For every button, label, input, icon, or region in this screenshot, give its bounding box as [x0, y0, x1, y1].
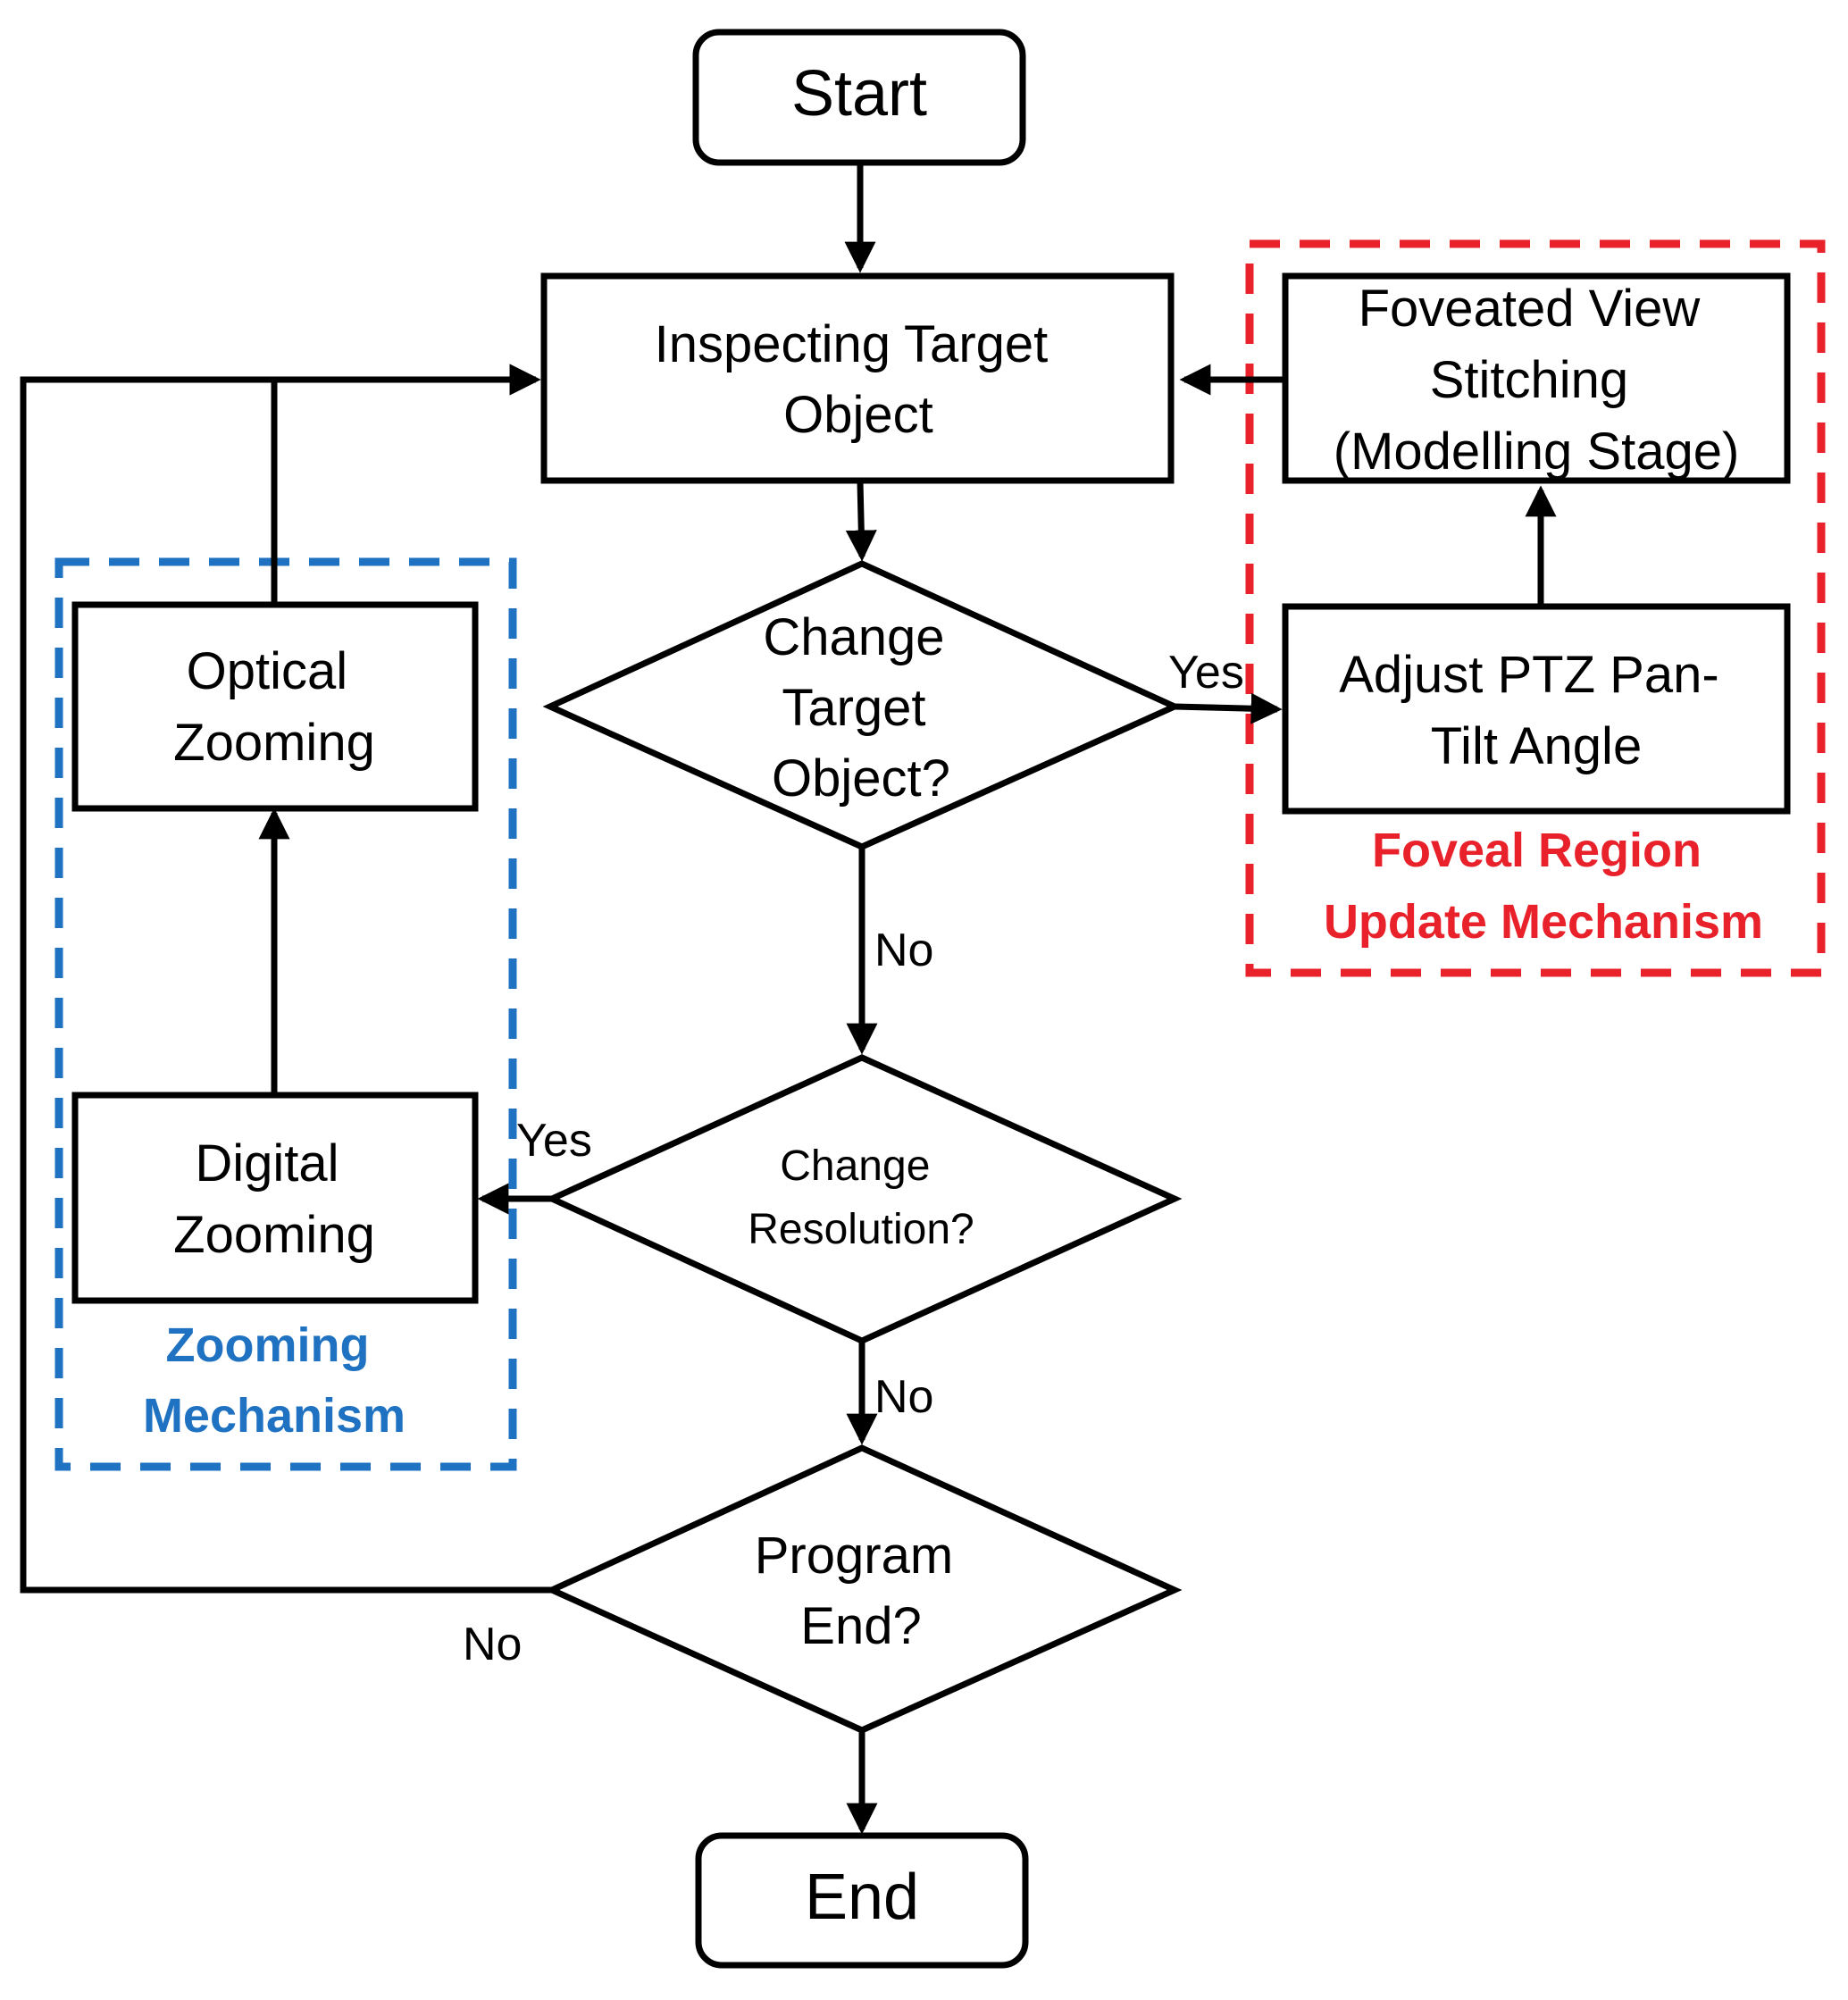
zooming-group-label-line-2: Mechanism — [143, 1389, 406, 1443]
start-node: Start — [692, 29, 1026, 166]
digital-zooming-node: Digital Zooming — [71, 1092, 479, 1304]
change-resolution-label-line-2: Resolution? — [748, 1206, 974, 1253]
zooming-group-label-line-1: Zooming — [166, 1318, 370, 1372]
program-end-no-label: No — [463, 1619, 522, 1670]
change-target-label-line-2: Target — [782, 679, 925, 737]
svg-text:Change Resolution?: Change Resolution? — [748, 1142, 974, 1253]
program-end-label-line-1: Program — [755, 1527, 953, 1585]
svg-text:Inspecting Target Object: Inspecting Target Object — [655, 315, 1063, 444]
foveal-group-label: Foveal Region Update Mechanism — [1324, 824, 1763, 949]
inspecting-label-line-2: Object — [783, 386, 933, 444]
edge-inspecting-to-change-target — [845, 481, 877, 562]
optical-label-line-1: Optical — [187, 642, 348, 700]
inspecting-target-object-node: Inspecting Target Object — [540, 272, 1175, 484]
svg-text:Adjust PTZ Pan- Tilt Ang: Adjust PTZ Pan- Tilt Angle — [1339, 646, 1734, 775]
zooming-group-label: Zooming Mechanism — [143, 1318, 406, 1443]
optical-label-line-2: Zooming — [173, 714, 375, 772]
change-resolution-label-line-1: Change — [780, 1142, 930, 1190]
foveal-group-label-line-2: Update Mechanism — [1324, 895, 1763, 949]
edge-optical-to-inspecting — [271, 364, 541, 605]
program-end-decision: Program End? — [544, 1444, 1183, 1734]
change-target-object-decision: Change Target Object? — [542, 560, 1183, 850]
program-end-label-line-2: End? — [800, 1597, 921, 1655]
foveal-group-label-line-1: Foveal Region — [1372, 824, 1702, 877]
optical-zooming-node: Optical Zooming — [71, 601, 479, 812]
change-resolution-yes-label: Yes — [516, 1115, 592, 1167]
foveated-label-line-3: (Modelling Stage) — [1334, 423, 1740, 481]
change-target-label-line-3: Object? — [772, 749, 950, 808]
change-target-no-label: No — [874, 925, 933, 976]
change-resolution-decision: Change Resolution? — [544, 1054, 1183, 1344]
adjust-ptz-node: Adjust PTZ Pan- Tilt Angle — [1282, 603, 1791, 815]
adjust-ptz-label-line-1: Adjust PTZ Pan- — [1339, 646, 1718, 704]
zooming-mechanism-group — [54, 557, 517, 1471]
digital-label-line-2: Zooming — [173, 1206, 375, 1264]
foveated-view-stitching-node: Foveated View Stitching (Modelling Stage… — [1282, 272, 1791, 484]
svg-text:Foveated View Stitching: Foveated View Stitching (Modelling Stage… — [1334, 280, 1740, 481]
foveated-label-line-1: Foveated View — [1359, 280, 1702, 338]
change-resolution-no-label: No — [874, 1371, 933, 1423]
svg-text:Change Target Obje: Change Target Object? — [763, 608, 958, 808]
inspecting-label-line-1: Inspecting Target — [655, 315, 1049, 373]
digital-label-line-1: Digital — [195, 1134, 339, 1192]
foveated-label-line-2: Stitching — [1430, 351, 1628, 409]
svg-text:Optical Zooming: Optical Zooming — [173, 642, 375, 772]
change-target-yes-label: Yes — [1168, 647, 1244, 699]
change-target-label-line-1: Change — [763, 608, 944, 666]
end-node: End — [695, 1832, 1029, 1969]
svg-text:Program End?: Program End? — [755, 1527, 968, 1655]
edge-change-target-yes — [1174, 692, 1283, 724]
edge-program-end-no — [20, 364, 552, 1594]
start-label: Start — [791, 58, 927, 130]
end-label: End — [805, 1862, 919, 1933]
svg-text:Digital Zooming: Digital Zooming — [173, 1134, 375, 1264]
adjust-ptz-label-line-2: Tilt Angle — [1431, 717, 1642, 775]
